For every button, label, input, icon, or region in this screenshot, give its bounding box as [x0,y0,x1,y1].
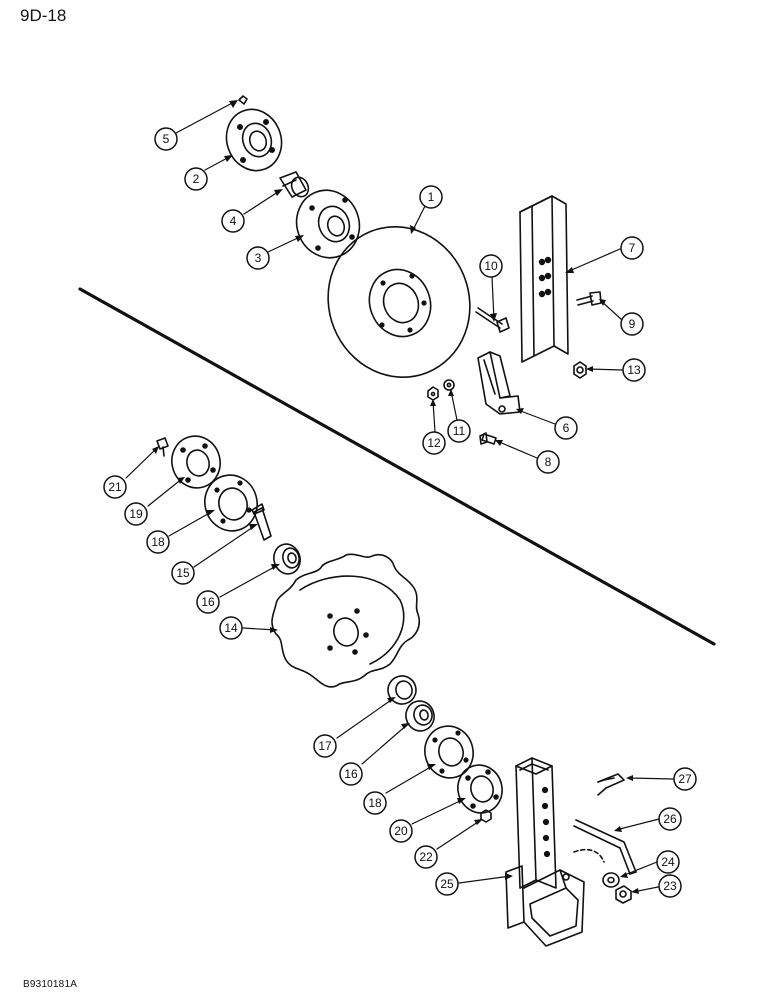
grease-fitting-part [238,95,248,105]
callout-circle-5 [154,127,178,151]
callout-circle-10 [479,254,503,278]
callout-label: 13 [627,363,641,377]
callout-circle-7 [620,236,644,260]
callout-circle-18a [146,530,170,554]
callout-label: 5 [163,132,170,146]
callout-circle-18b [363,791,387,815]
shank-part [505,757,585,947]
retainer-plate-part-18b [424,725,474,779]
pin-path-dashed [573,848,605,863]
callout-circle-9 [620,312,644,336]
bearing-part-16a [273,543,301,575]
hub-cap-part [225,108,283,172]
washer-part-24 [602,872,620,888]
washer-part-11 [443,379,455,391]
callout-label: 27 [678,772,692,786]
callout-labels: 1 2 3 4 5 6 7 8 9 10 11 12 13 14 15 16 1… [108,132,692,893]
callout-label: 20 [394,824,408,838]
callout-label: 12 [427,436,441,450]
callout-circle-16b [339,762,363,786]
nut-part-12 [427,386,439,401]
callout-label: 9 [629,317,636,331]
callout-circle-23 [658,874,682,898]
bearing-part-16b [405,700,435,732]
callout-circle-13 [622,358,646,382]
callout-circle-14 [219,616,243,640]
callout-label: 2 [193,172,200,186]
callout-label: 15 [176,566,190,580]
bolt-part-9 [576,291,602,306]
callout-label: 18 [151,535,165,549]
retainer-plate-part-18a [204,474,258,532]
standard-part [519,195,569,363]
callout-label: 14 [224,621,238,635]
callout-label: 22 [419,850,433,864]
callout-label: 25 [440,877,454,891]
callout-label: 24 [661,855,675,869]
spindle-part-15 [251,503,272,541]
bolt-part-21 [156,437,169,457]
spacer-part-17 [387,675,417,705]
disc-blade-part [327,226,471,378]
callout-label: 1 [428,190,435,204]
page-number: 9D-18 [20,6,67,25]
pin-part [573,819,637,875]
callout-circle-4 [221,209,245,233]
bolt-part-8 [479,432,497,445]
callout-circles [103,127,697,898]
spindle-part [279,171,310,198]
callout-label: 10 [484,259,498,273]
callout-label: 7 [629,241,636,255]
callout-label: 23 [663,879,677,893]
callout-circle-21 [103,475,127,499]
callout-label: 16 [201,595,215,609]
nut-part-23 [615,885,632,904]
hub-flange-part-19 [171,435,221,489]
leader-lines [125,100,674,893]
callout-label: 16 [344,767,358,781]
callout-circle-22 [414,845,438,869]
callout-circle-1 [419,185,443,209]
leader-arrowheads [152,100,639,894]
bolt-part-10 [475,307,510,333]
callout-circle-15 [171,561,195,585]
hub-flange-part-20 [457,764,503,814]
callout-circle-8 [536,450,560,474]
callout-label: 11 [453,424,466,438]
nut-part-22 [480,809,492,823]
section-divider-line [78,287,716,646]
callout-circle-24 [656,850,680,874]
callout-label: 3 [255,251,262,265]
callout-circle-2 [184,167,208,191]
callout-circle-3 [246,246,270,270]
retaining-clip-part [597,773,625,796]
mount-bracket-part [477,351,521,415]
callout-circle-11 [447,419,471,443]
callout-label: 21 [108,480,122,494]
callout-circle-16a [196,590,220,614]
callout-label: 17 [318,739,332,753]
callout-label: 4 [230,214,237,228]
callout-label: 18 [368,796,382,810]
callout-label: 8 [545,455,552,469]
figure-code: B9310181A [23,979,78,990]
callout-label: 6 [563,421,570,435]
callout-circle-6 [554,416,578,440]
callout-circle-17 [313,734,337,758]
callout-circle-26 [658,807,682,831]
callout-label: 26 [663,812,677,826]
callout-label: 19 [129,507,143,521]
callout-circle-12 [422,431,446,455]
hub-part [295,189,361,259]
callout-circle-19 [124,502,148,526]
notched-disc-blade-part [271,553,421,688]
callout-circle-20 [389,819,413,843]
callout-circle-25 [435,872,459,896]
nut-part-13 [573,361,587,379]
callout-circle-27 [673,767,697,791]
